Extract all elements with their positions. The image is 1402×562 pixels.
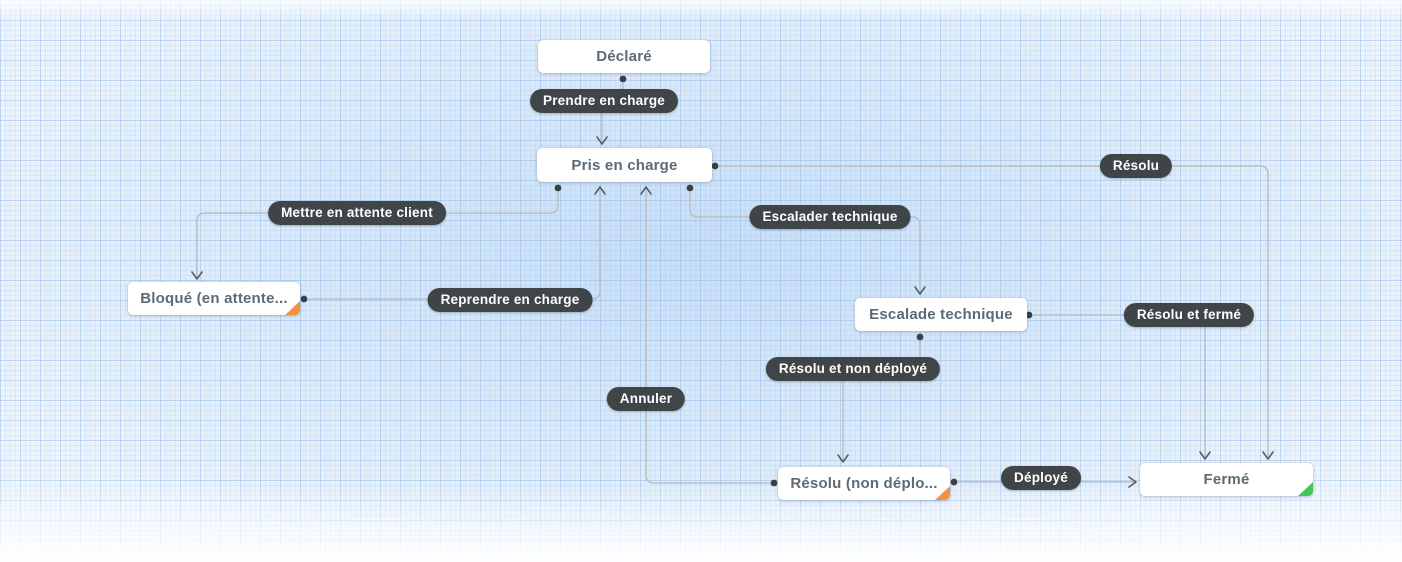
transition-label-resolu-et-non-deploye[interactable]: Résolu et non déployé	[765, 357, 941, 381]
transition-label-resolu[interactable]: Résolu	[1099, 154, 1173, 178]
transition-label-prendre-en-charge[interactable]: Prendre en charge	[530, 89, 678, 113]
transition-label-escalader-technique[interactable]: Escalader technique	[749, 205, 911, 229]
transition-label-mettre-en-attente-client[interactable]: Mettre en attente client	[268, 201, 446, 225]
transition-label-annuler[interactable]: Annuler	[606, 387, 686, 411]
transition-label-reprendre-en-charge[interactable]: Reprendre en charge	[427, 288, 593, 312]
transition-label-deploye[interactable]: Déployé	[1001, 466, 1081, 490]
transition-label-resolu-et-ferme[interactable]: Résolu et fermé	[1123, 303, 1255, 327]
